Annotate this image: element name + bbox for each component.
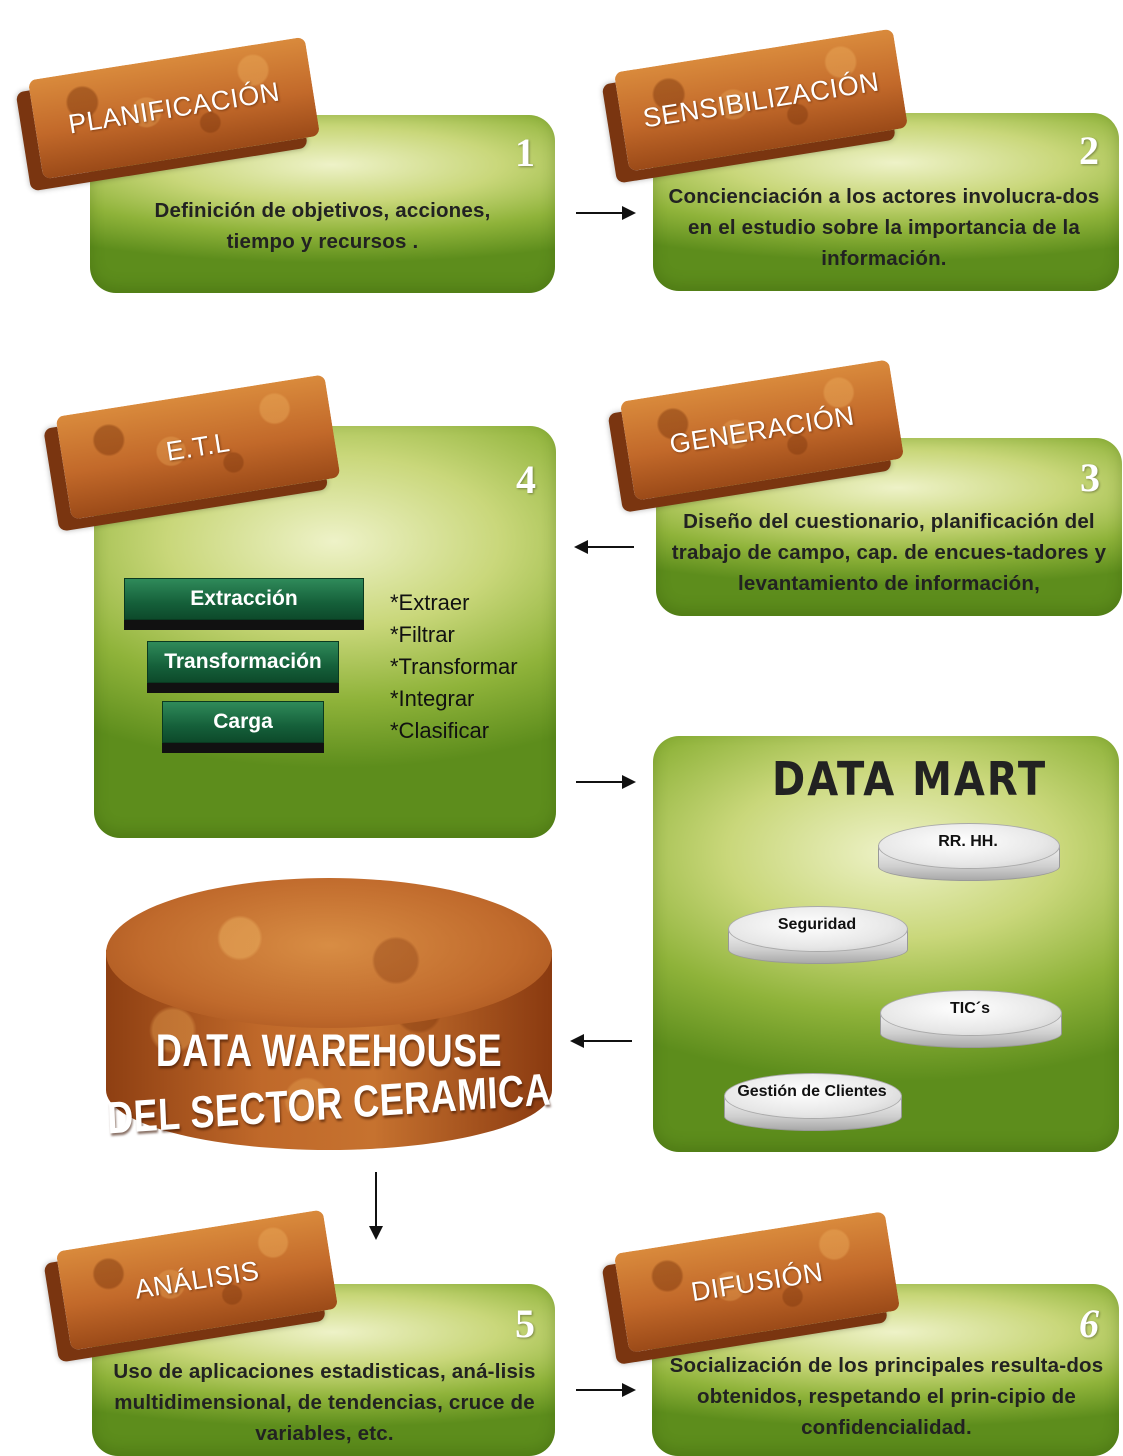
arrow-down-warehouse-to-5 — [369, 1172, 383, 1240]
data-warehouse-line-1: DATA WAREHOUSE — [155, 1024, 503, 1076]
etl-transformation-button: Transformación — [147, 641, 339, 683]
step-6-description: Socialización de los principales resulta… — [669, 1354, 1104, 1439]
data-mart-disk-clientes: Gestión de Clientes — [724, 1073, 902, 1143]
disk-label: Seguridad — [777, 916, 857, 933]
step-1-description: Definición de objetivos, acciones, tiemp… — [154, 199, 491, 253]
etl-operation-item: *Extraer — [390, 590, 470, 615]
disk-label: RR. HH. — [938, 833, 998, 850]
step-2-card: 2 Concienciación a los actores involucra… — [653, 113, 1119, 291]
arrow-left-3-to-4 — [574, 540, 634, 554]
step-5-number: 5 — [515, 1301, 535, 1346]
data-mart-disk-seguridad: Seguridad — [728, 906, 908, 976]
step-5-description: Uso de aplicaciones estadisticas, aná-li… — [113, 1360, 536, 1445]
step-3-card: 3 Diseño del cuestionario, planificación… — [656, 438, 1122, 616]
disk-label: TIC´s — [950, 1000, 990, 1017]
etl-operation-item: *Clasificar — [390, 718, 490, 743]
step-3-description: Diseño del cuestionario, planificación d… — [671, 510, 1107, 595]
etl-extraction-button: Extracción — [124, 578, 364, 620]
arrow-right-1-to-2 — [576, 206, 636, 220]
step-6-number: 6 — [1079, 1301, 1099, 1346]
etl-load-button: Carga — [162, 701, 324, 743]
etl-operation-item: *Transformar — [390, 654, 518, 679]
data-mart-disk-rrhh: RR. HH. — [878, 823, 1060, 893]
arrow-left-datamart-to-warehouse — [570, 1034, 632, 1048]
step-1-number: 1 — [515, 130, 535, 175]
data-mart-title: DATA MART — [772, 753, 1048, 807]
etl-operation-item: *Integrar — [390, 686, 475, 711]
data-mart-disk-tics: TIC´s — [880, 990, 1062, 1060]
step-3-number: 3 — [1080, 455, 1100, 500]
etl-operation-item: *Filtrar — [390, 622, 455, 647]
arrow-right-4-to-datamart — [576, 775, 636, 789]
data-warehouse-cylinder: DATA WAREHOUSE DEL SECTOR CERAMICA — [106, 878, 552, 1150]
step-2-description: Concienciación a los actores involucra-d… — [668, 185, 1100, 270]
disk-label: Gestión de Clientes — [737, 1083, 887, 1100]
arrow-right-5-to-6 — [576, 1383, 636, 1397]
step-2-number: 2 — [1079, 128, 1099, 173]
etl-operations-list: *Extraer *Filtrar *Transformar *Integrar… — [390, 587, 518, 747]
step-4-number: 4 — [516, 457, 536, 502]
